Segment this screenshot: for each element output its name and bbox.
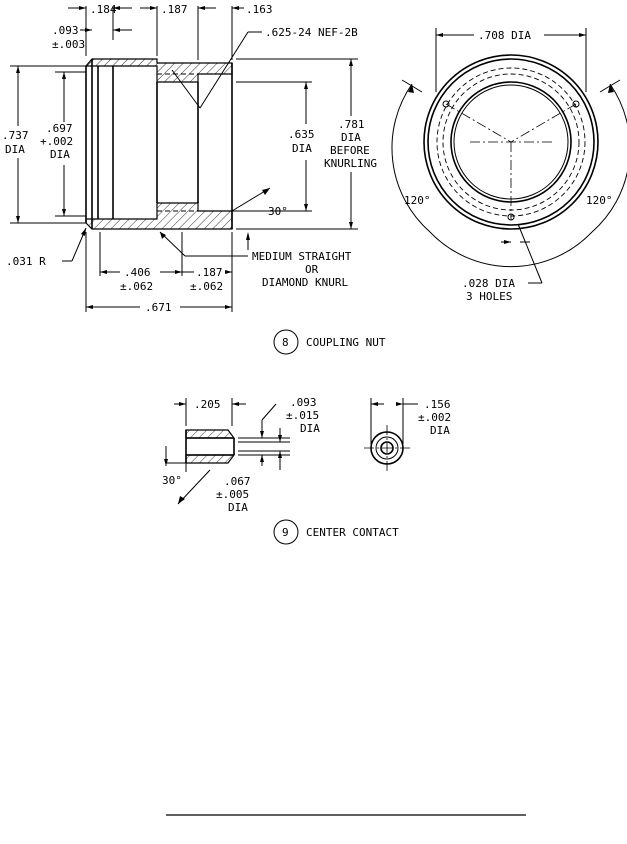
dia-697: .697 (46, 122, 73, 135)
dim-406: .406 (124, 266, 151, 279)
cc-dia-093-unit: DIA (300, 422, 320, 435)
coupling-nut-section-view: .184 .187 .163 .093 ±.003 .625-24 NEF-2B… (2, 3, 377, 314)
dia-781: .781 (338, 118, 365, 131)
dim-093-tol: ±.003 (52, 38, 85, 51)
coupling-nut-title-block: 8 COUPLING NUT (273, 329, 386, 355)
coupling-nut-title: COUPLING NUT (306, 336, 386, 349)
dia-781-line2: DIA (341, 131, 361, 144)
angle-120-left: 120° (404, 194, 431, 207)
coupling-nut-end-view: .708 DIA 120° 120° .028 DIA 3 HOLES (391, 28, 627, 303)
thread-callout: .625-24 NEF-2B (265, 26, 358, 39)
center-contact-side-view: .205 .093 ±.015 DIA 30° .067 ±.005 DIA (162, 396, 320, 514)
item-number-9: 9 (282, 526, 289, 539)
cc-angle-30: 30° (162, 474, 182, 487)
dia-737: .737 (2, 129, 29, 142)
nut-bottom-wall (85, 202, 233, 230)
item-number-8: 8 (282, 336, 289, 349)
dim-406-tol: ±.062 (120, 280, 153, 293)
dim-187-top: .187 (161, 3, 188, 16)
cc-dia-067-tol: ±.005 (216, 488, 249, 501)
dia-635-unit: DIA (292, 142, 312, 155)
cc-dia-093-tol: ±.015 (286, 409, 319, 422)
dia-697-tol: +.002 (40, 135, 73, 148)
dia-781-line3: BEFORE (330, 144, 370, 157)
cc-dia-156-tol: ±.002 (418, 411, 451, 424)
holes-line2: 3 HOLES (466, 290, 512, 303)
dim-163: .163 (246, 3, 273, 16)
dia-737-unit: DIA (5, 143, 25, 156)
cc-dia-156-unit: DIA (430, 424, 450, 437)
cc-dia-093: .093 (290, 396, 317, 409)
dim-187-bot-tol: ±.062 (190, 280, 223, 293)
dia-635: .635 (288, 128, 315, 141)
knurl-line3: DIAMOND KNURL (262, 276, 348, 289)
center-contact-title-block: 9 CENTER CONTACT (273, 519, 399, 545)
hole-bottom (507, 213, 515, 221)
radius-031: .031 R (6, 255, 46, 268)
dim-184: .184 (90, 3, 117, 16)
dia-781-line4: KNURLING (324, 157, 377, 170)
angle-30: 30° (268, 205, 288, 218)
knurl-line2: OR (305, 263, 319, 276)
nut-top-wall (84, 58, 233, 83)
holes-line1: .028 DIA (462, 277, 515, 290)
cc-dim-205: .205 (194, 398, 221, 411)
cc-dia-067-unit: DIA (228, 501, 248, 514)
dia-708: .708 DIA (478, 29, 531, 42)
knurl-line1: MEDIUM STRAIGHT (252, 250, 352, 263)
center-contact-title: CENTER CONTACT (306, 526, 399, 539)
cc-dia-067: .067 (224, 475, 251, 488)
hole-left (442, 100, 450, 108)
dim-671: .671 (145, 301, 172, 314)
hole-right (572, 100, 580, 108)
cc-dia-156: .156 (424, 398, 451, 411)
center-contact-end-view: .156 ±.002 DIA (364, 398, 451, 471)
dim-187-bot: .187 (196, 266, 223, 279)
dim-093: .093 (52, 24, 79, 37)
angle-120-right: 120° (586, 194, 613, 207)
dia-697-unit: DIA (50, 148, 70, 161)
